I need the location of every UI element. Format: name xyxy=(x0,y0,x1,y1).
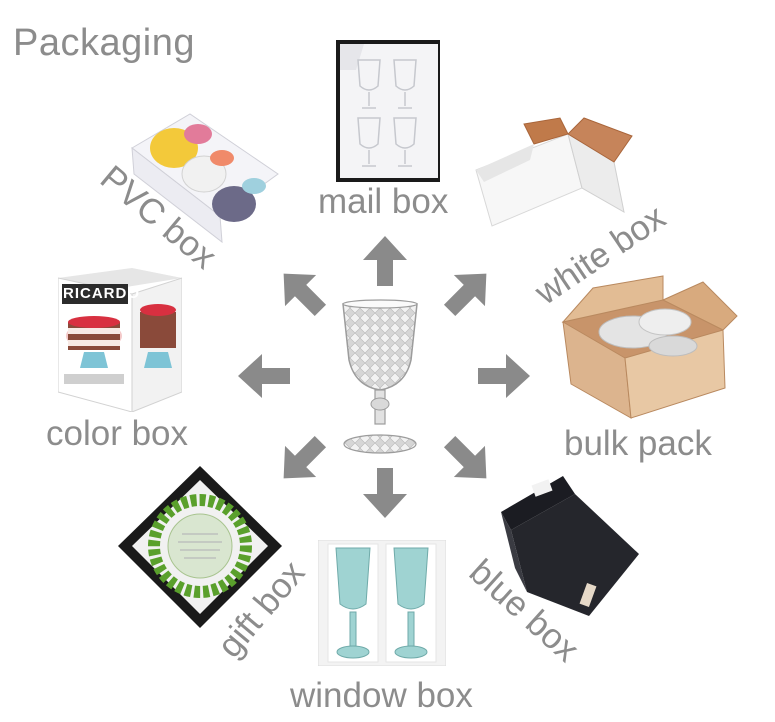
mail-box-image xyxy=(336,40,440,182)
window-box-label: window box xyxy=(290,676,473,715)
pvc-box-image xyxy=(131,113,279,244)
color-box-brand: RICARDO xyxy=(63,285,140,302)
color-box-image: RICARDO xyxy=(58,268,182,412)
arrow-left-icon xyxy=(238,354,290,398)
bulk-pack-image xyxy=(561,275,738,419)
arrow-down-left-icon xyxy=(283,435,327,479)
bulk-pack-label: bulk pack xyxy=(564,424,712,463)
arrow-down-icon xyxy=(363,468,407,518)
color-box-label: color box xyxy=(46,414,189,453)
arrow-down-right-icon xyxy=(443,435,487,479)
arrow-up-left-icon xyxy=(283,273,327,317)
arrow-up-icon xyxy=(363,236,407,286)
white-box-image xyxy=(475,117,633,227)
mail-box-label: mail box xyxy=(318,182,449,221)
page-title: Packaging xyxy=(13,22,195,64)
gift-box-image xyxy=(118,466,282,628)
window-box-image xyxy=(318,540,446,666)
goblet-image xyxy=(342,299,418,454)
blue-box-image xyxy=(501,476,639,616)
arrow-up-right-icon xyxy=(443,273,487,317)
arrow-right-icon xyxy=(478,354,530,398)
